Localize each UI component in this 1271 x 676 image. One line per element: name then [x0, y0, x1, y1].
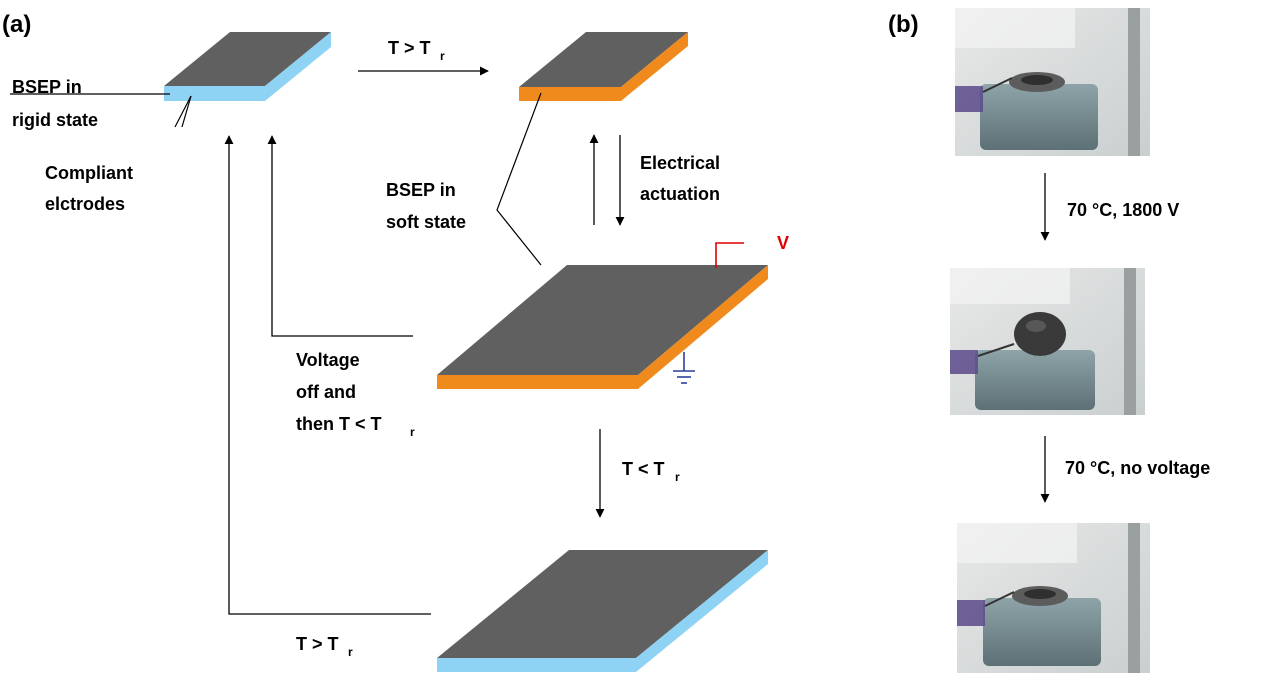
- step1-label: 70 °C, 1800 V: [1067, 200, 1179, 220]
- photo-actuated: [950, 268, 1145, 415]
- plate-rigid-top: [164, 32, 331, 101]
- plate-rigid-bottom: [437, 550, 768, 672]
- t-greater-top-sub: r: [440, 49, 445, 63]
- t-greater-bottom-label: T > T: [296, 634, 339, 654]
- t-greater-top-label: T > T: [388, 38, 431, 58]
- photo-initial: [955, 8, 1150, 156]
- arrow-heat-return: [224, 135, 431, 615]
- arrows: [224, 66, 1050, 615]
- t-greater-bottom-sub: r: [348, 645, 353, 659]
- electrical-actuation-label: Electrical actuation: [640, 153, 725, 204]
- panel-a-label: (a): [2, 11, 31, 38]
- leader-lines: [10, 92, 542, 266]
- voltage-off-label: Voltage off and then T < T: [296, 350, 382, 434]
- step2-label: 70 °C, no voltage: [1065, 458, 1210, 478]
- plate-soft-actuated: [437, 265, 768, 389]
- plate-soft-top: [519, 32, 688, 101]
- compliant-electrodes-label: Compliant elctrodes: [45, 163, 138, 214]
- t-less-sub: r: [675, 470, 680, 484]
- panel-b-label: (b): [888, 11, 919, 38]
- voltage-wire: [715, 242, 744, 268]
- ground-icon: [673, 352, 695, 384]
- bsep-rigid-label: BSEP in rigid state: [12, 77, 98, 130]
- voltage-label: V: [777, 233, 789, 253]
- t-less-label: T < T: [622, 459, 665, 479]
- arrow-voltage-off-return: [267, 135, 413, 337]
- voltage-off-sub: r: [410, 425, 415, 439]
- photo-relaxed: [957, 523, 1150, 673]
- bsep-soft-label: BSEP in soft state: [386, 180, 466, 232]
